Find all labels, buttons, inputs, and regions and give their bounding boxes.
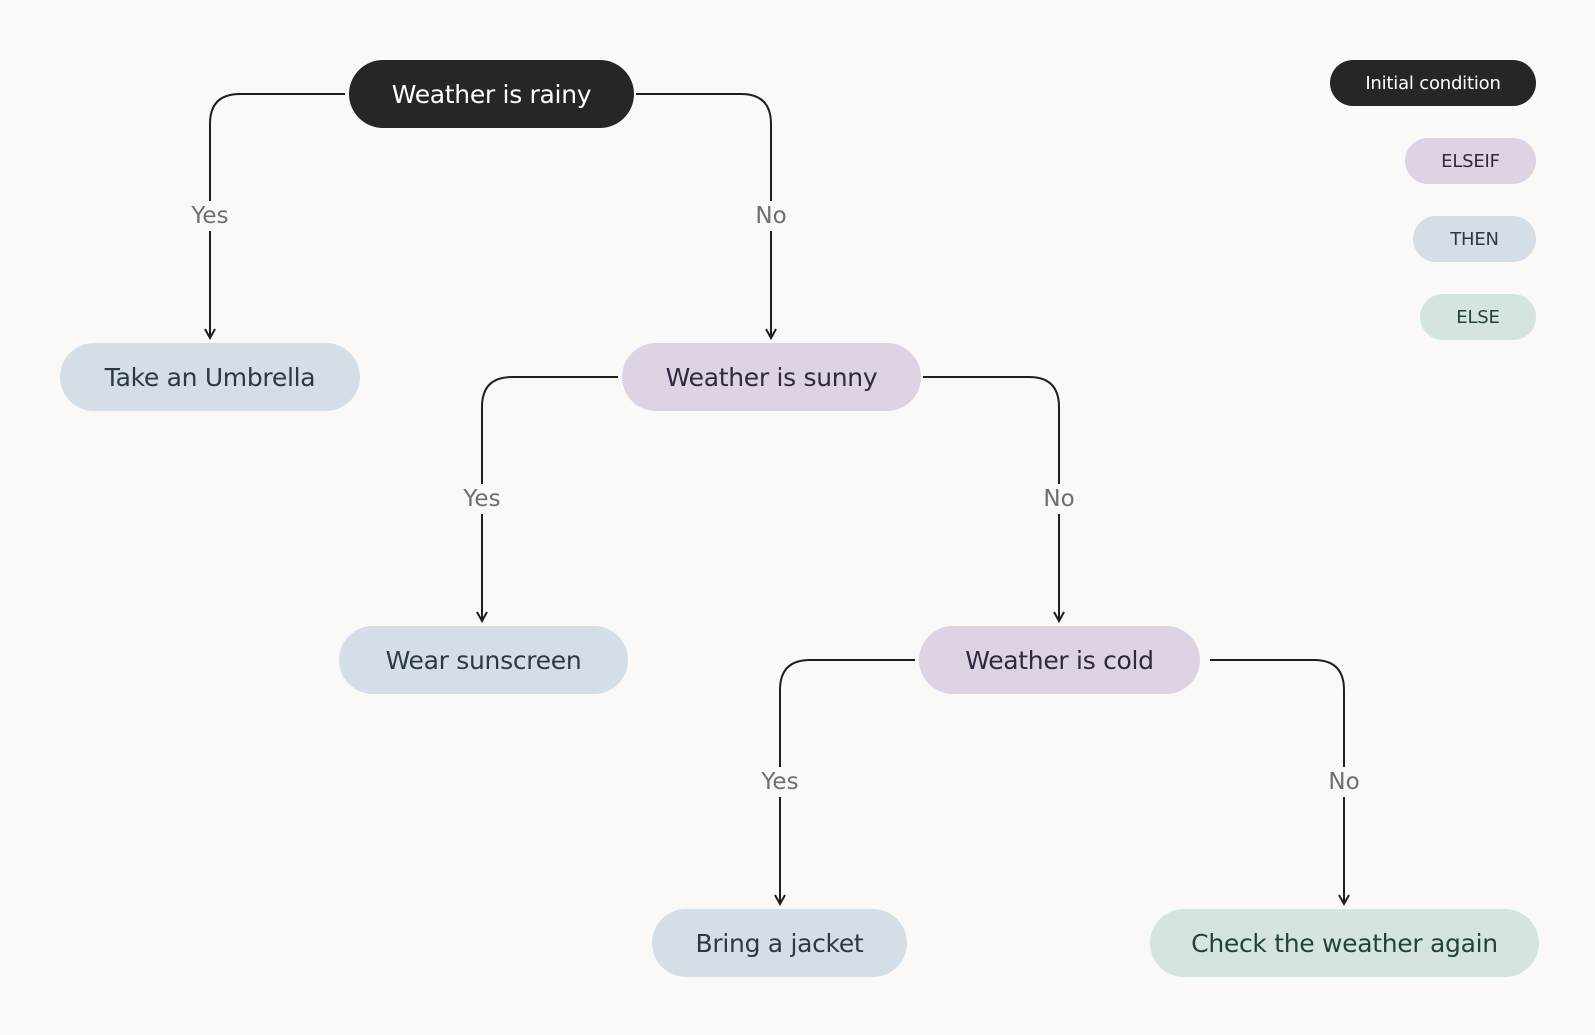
edge-label-sunny-no: No: [1019, 484, 1099, 514]
node-weather-sunny[interactable]: Weather is sunny: [622, 343, 921, 411]
edge-rainy-yes: [210, 93, 345, 338]
node-check-weather-again[interactable]: Check the weather again: [1150, 909, 1539, 977]
edge-rainy-no: [636, 93, 771, 338]
node-bring-jacket[interactable]: Bring a jacket: [652, 909, 907, 977]
edge-label-sunny-yes: Yes: [442, 484, 522, 514]
legend-initial-condition: Initial condition: [1330, 60, 1536, 106]
edge-sunny-no: [923, 376, 1059, 621]
edge-label-rainy-yes: Yes: [170, 201, 250, 231]
node-weather-cold[interactable]: Weather is cold: [919, 626, 1200, 694]
legend-else: ELSE: [1420, 294, 1536, 340]
edge-cold-yes: [780, 659, 915, 904]
node-wear-sunscreen[interactable]: Wear sunscreen: [339, 626, 628, 694]
edge-sunny-yes: [482, 376, 618, 621]
node-weather-rainy[interactable]: Weather is rainy: [349, 60, 634, 128]
edge-label-cold-yes: Yes: [740, 767, 820, 797]
legend-elseif: ELSEIF: [1405, 138, 1536, 184]
edge-label-rainy-no: No: [731, 201, 811, 231]
node-take-umbrella[interactable]: Take an Umbrella: [60, 343, 360, 411]
edge-cold-no: [1210, 659, 1344, 904]
edge-label-cold-no: No: [1304, 767, 1384, 797]
legend-then: THEN: [1413, 216, 1536, 262]
